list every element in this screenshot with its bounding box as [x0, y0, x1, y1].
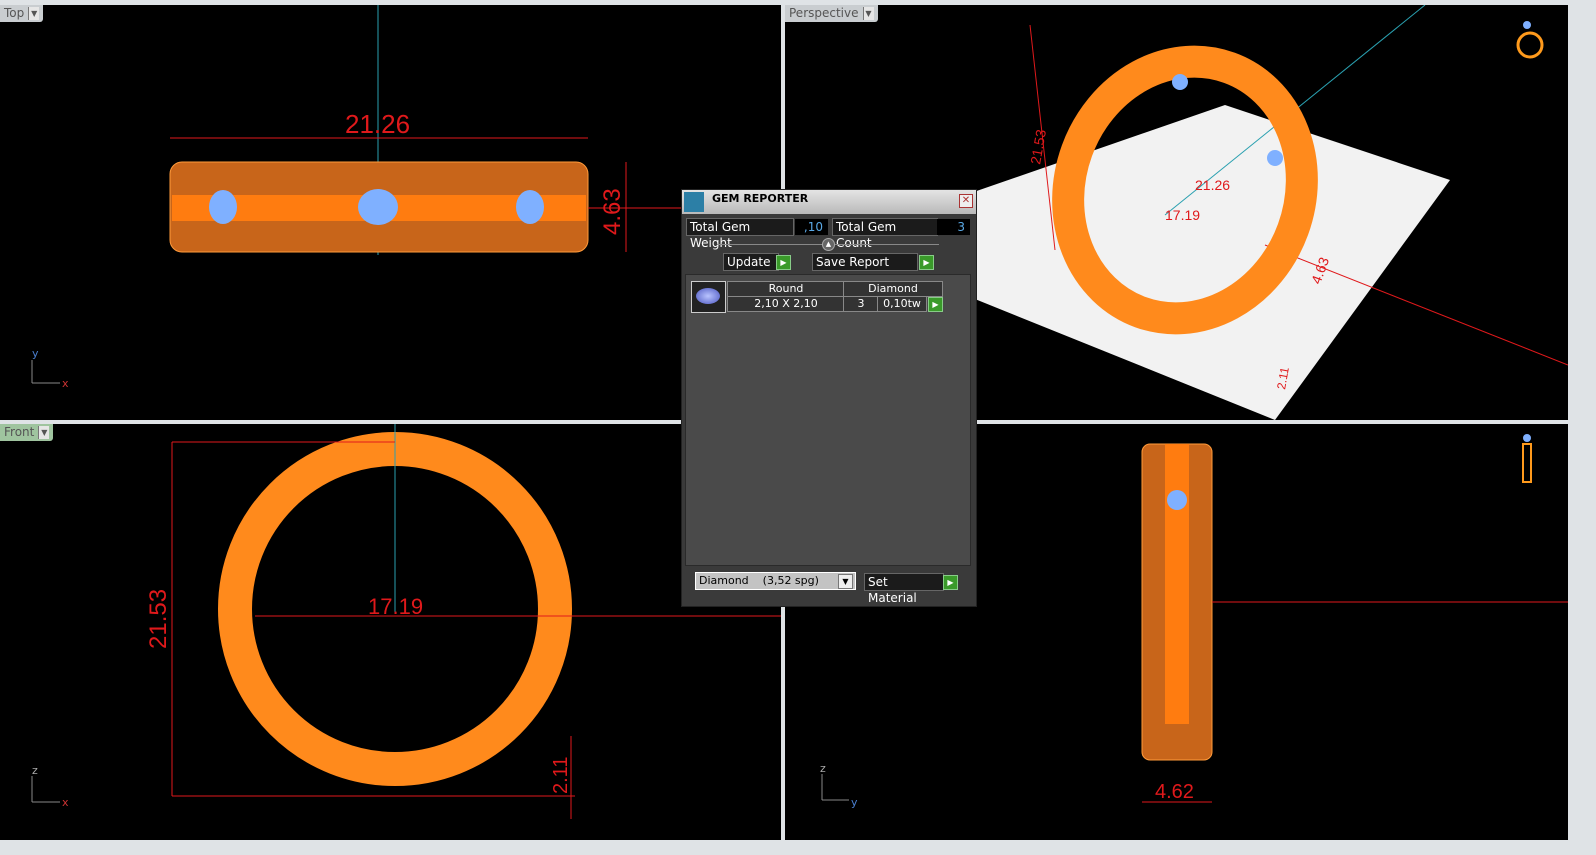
svg-text:21.26: 21.26 — [1195, 177, 1230, 193]
viewport-label: Perspective — [789, 6, 859, 20]
gem-row-play-icon[interactable]: ▶ — [928, 297, 943, 312]
svg-text:2.11: 2.11 — [550, 757, 572, 794]
close-icon[interactable]: ✕ — [959, 194, 973, 208]
total-weight-label: Total Gem Weight — [686, 218, 794, 250]
viewport-menu-perspective[interactable]: Perspective▼ — [785, 5, 878, 22]
chevron-down-icon[interactable]: ▼ — [38, 426, 50, 439]
gem — [358, 189, 398, 225]
svg-text:z: z — [820, 762, 826, 775]
svg-text:y: y — [851, 796, 858, 809]
svg-text:2.11: 2.11 — [1274, 366, 1292, 391]
svg-text:x: x — [62, 377, 69, 390]
svg-text:21.53: 21.53 — [1027, 128, 1049, 165]
chevron-down-icon[interactable]: ▼ — [862, 7, 874, 20]
total-count-label: Total Gem Count — [832, 218, 938, 250]
viewport-label: Top — [4, 6, 25, 20]
svg-text:y: y — [32, 347, 39, 360]
total-weight-value: ,10 — [795, 219, 828, 235]
ring-icon — [1516, 21, 1544, 59]
top-viewport[interactable]: 21.26 4.63 y x Top▼ — [0, 5, 781, 420]
svg-text:4.62: 4.62 — [1155, 781, 1194, 803]
title-bar[interactable]: GEM REPORTER ✕ — [682, 190, 976, 214]
gem-list[interactable]: Round Diamond 2,10 X 2,10 3 0,10tw ▶ — [685, 274, 971, 566]
chevron-down-icon[interactable]: ▼ — [28, 7, 40, 20]
gem-type: Diamond — [843, 281, 943, 297]
svg-text:21.53: 21.53 — [145, 589, 172, 649]
play-icon: ▶ — [776, 255, 791, 270]
dim-height: 4.63 — [599, 188, 626, 235]
gem — [209, 190, 237, 224]
gem-reporter-dialog: GEM REPORTER ✕ Total Gem Weight ,10 Tota… — [681, 189, 977, 607]
viewport-menu-top[interactable]: Top▼ — [0, 5, 44, 22]
round-gem-icon — [691, 281, 726, 313]
gem-weight: 0,10tw — [877, 296, 927, 312]
front-viewport[interactable]: 17.19 21.53 2.11 z x Front▼ — [0, 424, 781, 840]
save-report-button[interactable]: Save Report▶ — [812, 253, 934, 271]
play-icon: ▶ — [943, 575, 958, 590]
svg-text:x: x — [62, 796, 69, 809]
gem-shape: Round — [727, 281, 845, 297]
gem-count: 3 — [843, 296, 879, 312]
update-button[interactable]: Update▶ — [723, 253, 791, 271]
dim-width: 21.26 — [345, 109, 410, 139]
ring-side-icon — [1522, 434, 1532, 483]
total-count-value: 3 — [937, 219, 970, 235]
viewport-menu-front[interactable]: Front▼ — [0, 424, 54, 441]
viewport-label: Front — [4, 425, 35, 439]
gem-size: 2,10 X 2,10 — [727, 296, 845, 312]
gem-reporter-icon — [684, 192, 704, 212]
collapse-icon[interactable]: ▲ — [822, 238, 835, 251]
play-icon: ▶ — [919, 255, 934, 270]
gem — [516, 190, 544, 224]
chevron-down-icon[interactable]: ▼ — [838, 574, 853, 589]
svg-text:17.19: 17.19 — [1165, 207, 1200, 223]
dialog-title: GEM REPORTER — [712, 192, 809, 205]
set-material-button[interactable]: Set Material▶ — [864, 573, 958, 605]
material-select[interactable]: Diamond (3,52 spg)▼ — [695, 572, 856, 590]
svg-text:17.19: 17.19 — [368, 594, 423, 619]
svg-text:z: z — [32, 764, 38, 777]
